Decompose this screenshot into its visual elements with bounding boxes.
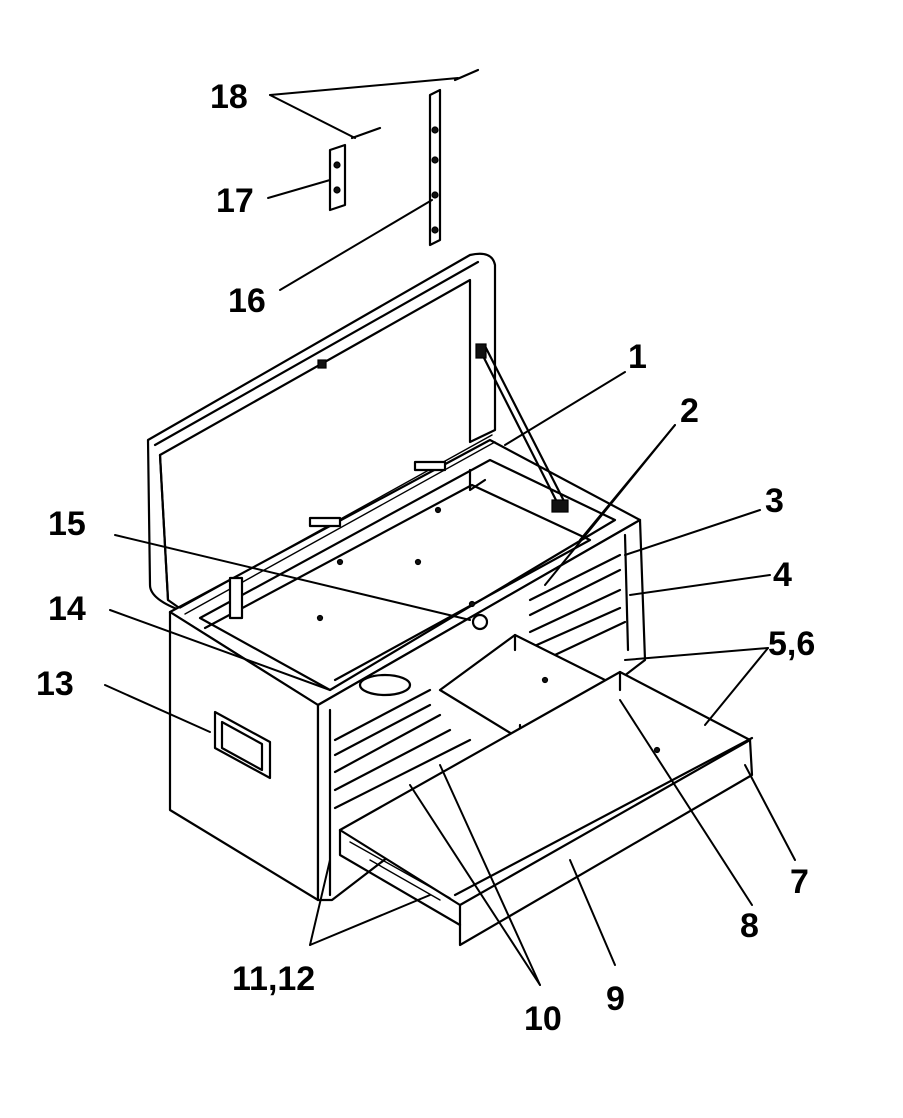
callout-labels: 18 17 16 1 2 3 4 5,6 7 8 9 10 11,12 13 1… <box>36 78 815 1038</box>
screw-dot <box>434 506 442 514</box>
callout-5-6: 5,6 <box>768 625 815 663</box>
screw-dot <box>316 614 324 622</box>
leader-lines <box>104 77 796 986</box>
callout-17: 17 <box>216 182 254 220</box>
callout-18: 18 <box>210 78 248 116</box>
lock <box>358 673 412 697</box>
callout-13: 13 <box>36 665 74 703</box>
callout-15: 15 <box>48 505 86 543</box>
side-handle <box>213 710 272 780</box>
lid-support-strut <box>475 343 569 513</box>
lid-latch <box>317 359 327 369</box>
large-drawer <box>338 670 754 947</box>
lock-cylinder <box>471 613 489 631</box>
screw-dot <box>336 558 344 566</box>
hinge-plate-small <box>328 143 347 212</box>
hinge-right <box>413 460 447 472</box>
callout-14: 14 <box>48 590 86 628</box>
lid <box>146 252 497 614</box>
drawer-slots <box>333 553 627 810</box>
screw-dot <box>468 600 476 608</box>
callout-3: 3 <box>765 482 784 520</box>
hinge-pin-bottom <box>350 126 382 140</box>
callout-4: 4 <box>773 556 792 594</box>
callout-16: 16 <box>228 282 266 320</box>
callout-2: 2 <box>680 392 699 430</box>
screw-dot <box>414 558 422 566</box>
hinge-left <box>228 576 244 620</box>
callout-10: 10 <box>524 1000 562 1038</box>
callout-7: 7 <box>790 863 809 901</box>
callout-1: 1 <box>628 338 647 376</box>
callout-8: 8 <box>740 907 759 945</box>
hinge-center <box>308 516 342 528</box>
hinge-plate-long <box>428 88 442 247</box>
callout-9: 9 <box>606 980 625 1018</box>
callout-11-12: 11,12 <box>232 960 315 998</box>
